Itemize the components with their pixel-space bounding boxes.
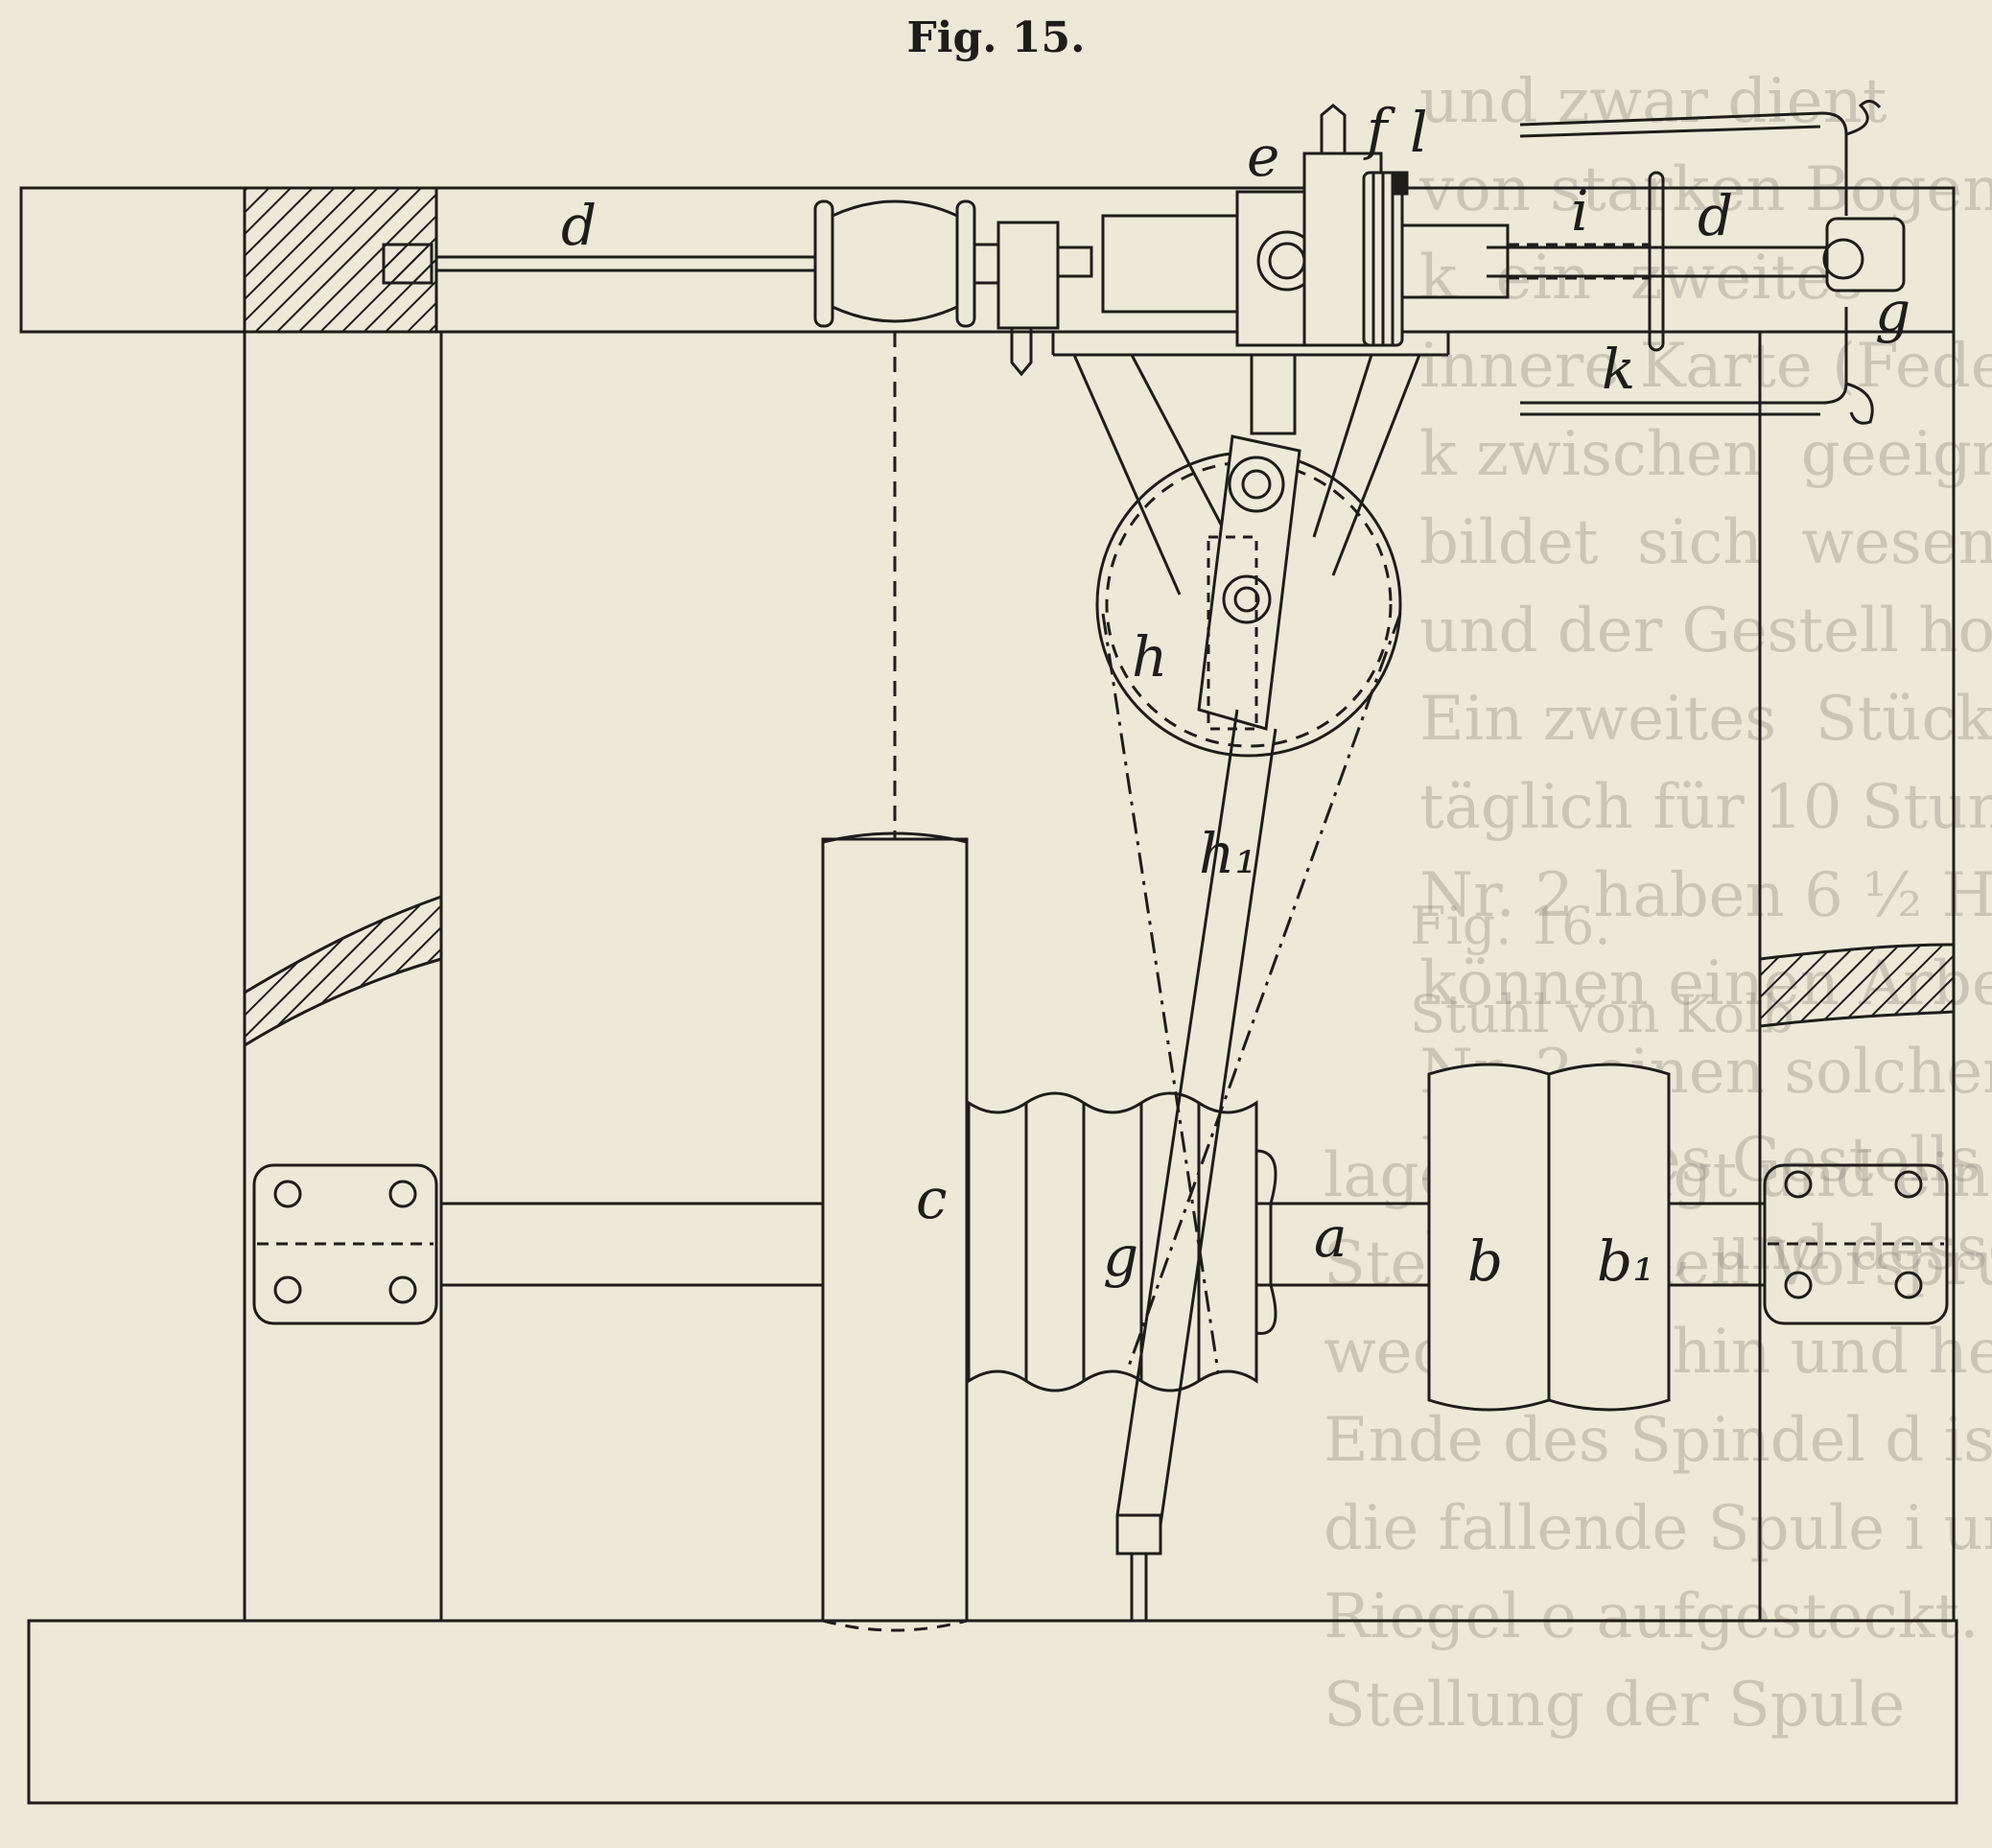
label-b1: b₁ bbox=[1597, 1228, 1654, 1294]
flyer-k bbox=[1519, 100, 1906, 425]
label-h1: h₁ bbox=[1199, 821, 1257, 886]
label-h: h bbox=[1132, 624, 1167, 690]
discs-f-l bbox=[1362, 171, 1409, 347]
label-c: c bbox=[916, 1166, 947, 1231]
label-d-left: d bbox=[561, 193, 597, 258]
pulley-b-b1 bbox=[1427, 1063, 1671, 1412]
guide-block bbox=[1250, 353, 1297, 435]
right-bearing-plate bbox=[1763, 1163, 1949, 1325]
label-g-drum: g bbox=[1103, 1224, 1138, 1289]
spindle-barrel bbox=[813, 199, 1093, 377]
label-e: e bbox=[1247, 124, 1279, 189]
label-a: a bbox=[1314, 1205, 1348, 1270]
label-k: k bbox=[1602, 337, 1635, 402]
flywheel-c bbox=[821, 831, 969, 1632]
label-d-right: d bbox=[1698, 183, 1733, 248]
top-beam bbox=[19, 186, 1956, 334]
grooved-drum-g bbox=[967, 1091, 1277, 1392]
sleeve-i bbox=[1400, 171, 1665, 352]
crank-arm bbox=[1197, 434, 1301, 731]
right-post bbox=[1758, 332, 1956, 1621]
figure-caption: Fig. 15. bbox=[906, 13, 1086, 62]
slider-block-e bbox=[1101, 104, 1383, 347]
left-bearing-plate bbox=[252, 1163, 438, 1325]
label-b: b bbox=[1467, 1228, 1503, 1294]
base-plank bbox=[27, 1619, 1958, 1805]
eyelet-g bbox=[1822, 238, 1864, 280]
crossed-belt bbox=[1101, 613, 1402, 1372]
label-f: f bbox=[1363, 97, 1396, 162]
left-post bbox=[243, 332, 443, 1621]
label-g-top: g bbox=[1875, 279, 1910, 344]
label-l: l bbox=[1410, 100, 1428, 165]
label-i: i bbox=[1571, 178, 1589, 244]
